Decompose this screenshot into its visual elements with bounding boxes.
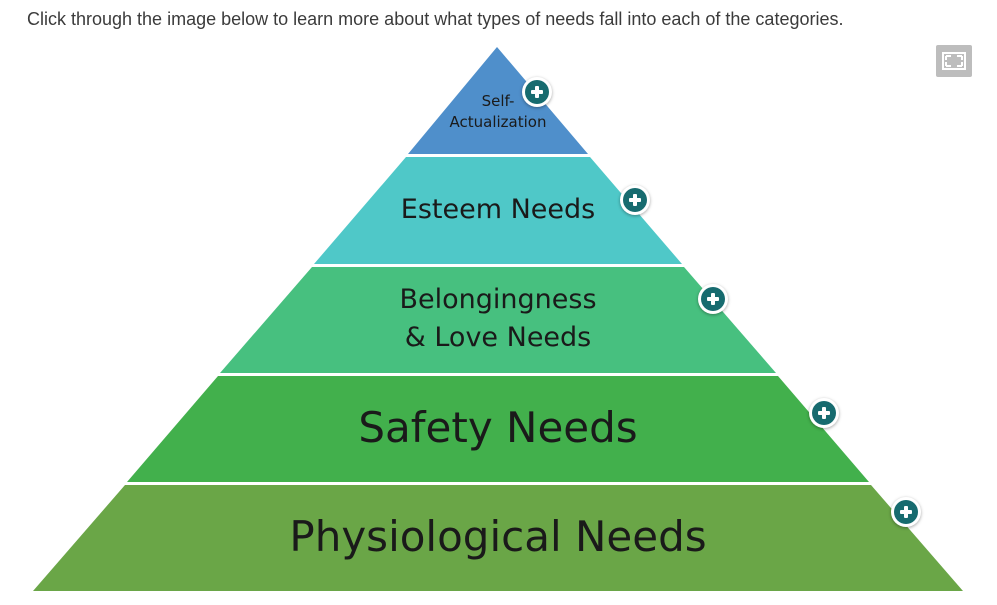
tier-belongingness-love-needs[interactable] [220, 267, 776, 373]
tier-safety-needs[interactable] [127, 376, 869, 482]
tier-label-self-actualization: Self- Actualization [449, 92, 547, 131]
plus-circle-icon [623, 188, 647, 212]
plus-circle-icon [525, 80, 549, 104]
tier-esteem-needs[interactable] [314, 157, 682, 264]
tier-label-safety-needs: Safety Needs [358, 403, 638, 452]
fullscreen-icon [942, 52, 966, 70]
tier-physiological-needs[interactable] [33, 485, 963, 591]
tier-label-physiological-needs: Physiological Needs [289, 512, 707, 561]
tier-self-actualization[interactable] [408, 47, 588, 154]
plus-circle-icon [812, 401, 836, 425]
tier-label-esteem-needs: Esteem Needs [400, 194, 596, 225]
plus-circle-icon [701, 287, 725, 311]
hotspot-safety-needs-button[interactable] [809, 398, 839, 428]
instruction-text: Click through the image below to learn m… [27, 9, 844, 29]
hotspot-esteem-needs-button[interactable] [620, 185, 650, 215]
hotspot-physiological-needs-button[interactable] [891, 497, 921, 527]
hotspot-self-actualization-button[interactable] [522, 77, 552, 107]
tier-label-belongingness-love-needs: Belongingness & Love Needs [399, 284, 597, 353]
hotspot-belongingness-love-needs-button[interactable] [698, 284, 728, 314]
plus-circle-icon [894, 500, 918, 524]
fullscreen-button[interactable] [936, 45, 972, 77]
